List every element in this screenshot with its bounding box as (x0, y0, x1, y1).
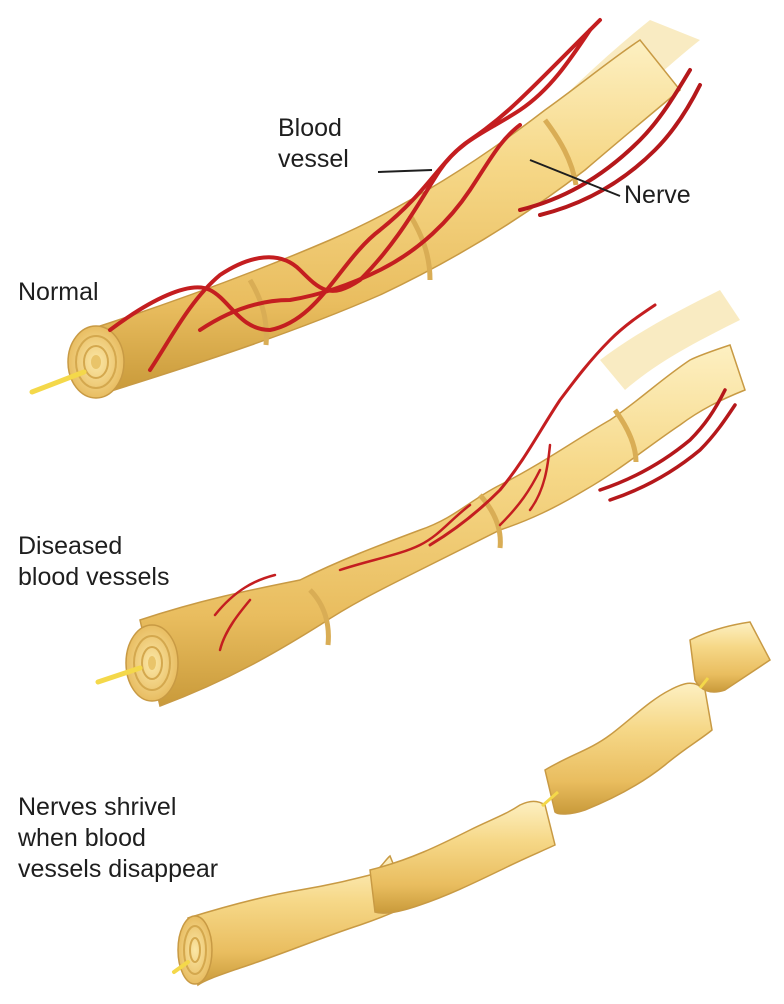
normal-axon-tip (29, 369, 87, 395)
diseased-node-2 (478, 493, 503, 549)
diseased-node-3 (612, 408, 639, 463)
shriveled-axon-gap-2 (698, 677, 710, 689)
label-nerves-shrivel: Nerves shrivel when blood vessels disapp… (18, 793, 219, 883)
diseased-nerve-illustration (95, 290, 746, 707)
label-diseased: Diseased blood vessels (18, 532, 170, 591)
label-blood-vessel: Blood vessel (278, 114, 349, 173)
diseased-nerve-body (139, 344, 746, 707)
diseased-node-1 (308, 588, 331, 646)
shriveled-nerve-illustration (172, 621, 771, 987)
shriveled-axon-tip (172, 960, 190, 974)
background-nerve-mid (600, 290, 740, 390)
diseased-blood-vessels (213, 303, 737, 652)
blood-vessel-leader-line (377, 169, 433, 173)
shriveled-nerve-segment-4 (689, 621, 771, 693)
normal-nerve-illustration (29, 18, 702, 399)
label-normal: Normal (18, 278, 99, 306)
shriveled-nerve-segment-3 (544, 682, 713, 815)
shriveled-nerve-segment-2 (369, 800, 556, 914)
normal-nerve-body (87, 38, 682, 393)
normal-blood-vessels (108, 18, 702, 372)
label-nerve: Nerve (624, 181, 691, 209)
nerve-leader-line (529, 159, 621, 197)
diseased-axon-tip (95, 665, 143, 685)
normal-node-1 (247, 278, 269, 346)
normal-node-2 (407, 213, 433, 281)
shriveled-axon-gap-1 (541, 790, 559, 808)
